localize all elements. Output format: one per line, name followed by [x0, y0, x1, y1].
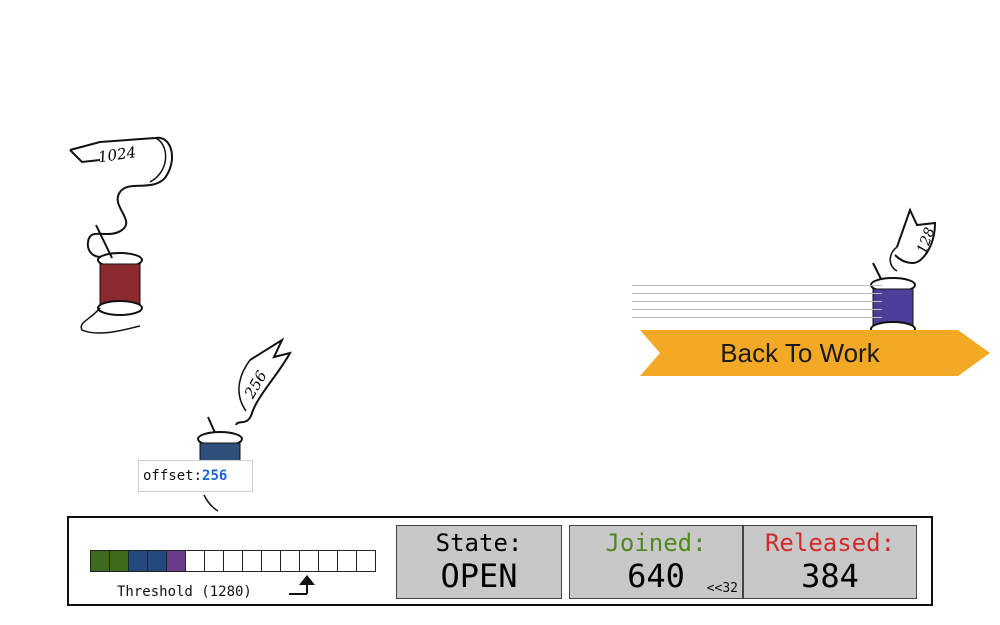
shift-indicator: <<32	[706, 581, 738, 596]
buffer-cell	[356, 550, 376, 572]
banner-shape	[640, 330, 990, 376]
released-box: Released: 384	[743, 525, 917, 599]
state-value: OPEN	[440, 557, 518, 595]
joined-label: Joined:	[605, 529, 707, 557]
threshold-label: Threshold (1280)	[117, 584, 252, 600]
released-value: 384	[801, 557, 859, 595]
buffer-cells	[90, 550, 376, 572]
thread-lines	[632, 285, 882, 319]
status-panel: Threshold (1280) State: OPEN Joined: 640…	[67, 516, 933, 606]
offset-value: 256	[202, 468, 228, 484]
threshold-arrow	[289, 575, 315, 595]
released-label: Released:	[764, 529, 896, 557]
spool-128: 128	[870, 207, 938, 337]
spool-256: 256	[197, 337, 292, 512]
back-to-work-button[interactable]: Back To Work	[720, 338, 880, 368]
offset-readout: offset:256	[138, 460, 253, 492]
joined-box: Joined: 640 <<32	[569, 525, 743, 599]
spool-thread	[99, 263, 141, 307]
spool-label: 1024	[97, 143, 137, 166]
joined-value: 640	[627, 557, 685, 595]
offset-label: offset:	[143, 468, 203, 484]
spool-1024: 1024	[69, 136, 173, 334]
state-label: State:	[435, 529, 523, 557]
state-box: State: OPEN	[396, 525, 562, 599]
back-to-work-banner[interactable]	[640, 330, 990, 376]
